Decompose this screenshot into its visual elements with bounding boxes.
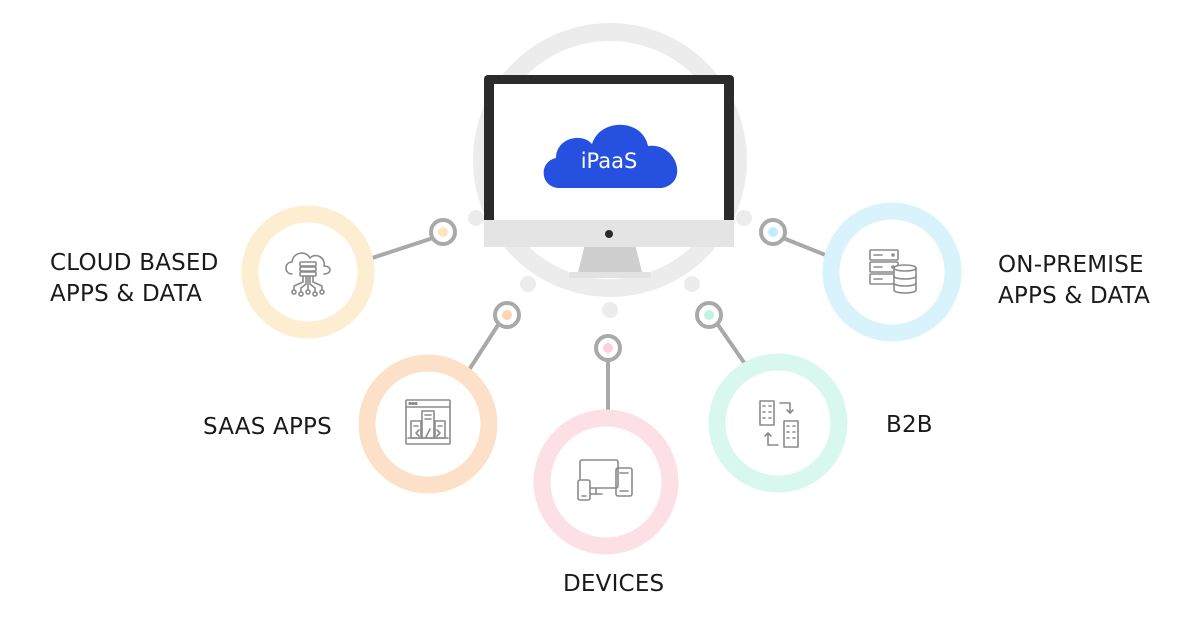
node-icons: [285, 249, 917, 501]
label-b2b-line-1: B2B: [886, 412, 933, 438]
cloud-server-icon: [285, 252, 331, 297]
devices-icon: [577, 459, 633, 501]
label-onprem-line-1: ON-PREMISE: [998, 252, 1144, 278]
ring-saas: [358, 354, 498, 494]
label-devices-line-1: DEVICES: [563, 571, 665, 597]
label-devices: DEVICES: [563, 569, 664, 600]
label-b2b: B2B: [886, 410, 933, 441]
ipaas-label: iPaaS: [581, 149, 638, 173]
hub-ring: [468, 23, 752, 318]
dot-onprem-fill: [768, 227, 778, 237]
dot-cloud-fill: [438, 227, 448, 237]
buildings-exchange-icon: [759, 400, 799, 448]
label-cloud-line-1: CLOUD BASED: [50, 250, 219, 276]
label-onprem-line-2: APPS & DATA: [998, 283, 1151, 309]
ring-b2b: [708, 353, 848, 493]
connector-saas: [463, 320, 502, 378]
label-saas-line-1: SAAS APPS: [203, 414, 332, 440]
connector-dots: [429, 218, 787, 362]
label-cloud-based-apps: CLOUD BASED APPS & DATA: [50, 248, 219, 310]
dot-b2b-fill: [704, 310, 714, 320]
dot-saas-fill: [502, 310, 512, 320]
connector-cloud: [370, 236, 435, 260]
server-database-icon: [869, 249, 917, 294]
label-saas-apps: SAAS APPS: [203, 412, 332, 443]
dot-devices-fill: [603, 343, 613, 353]
monitor-stand: [577, 244, 643, 276]
node-rings: [241, 202, 962, 555]
label-cloud-line-2: APPS & DATA: [50, 281, 203, 307]
label-on-premise-apps: ON-PREMISE APPS & DATA: [998, 250, 1150, 312]
ring-devices: [533, 409, 679, 555]
saas-building-code-icon: [405, 399, 451, 445]
ipaas-cloud-icon: [543, 124, 678, 188]
monitor: iPaaS: [484, 75, 734, 278]
monitor-camera: [605, 230, 613, 238]
